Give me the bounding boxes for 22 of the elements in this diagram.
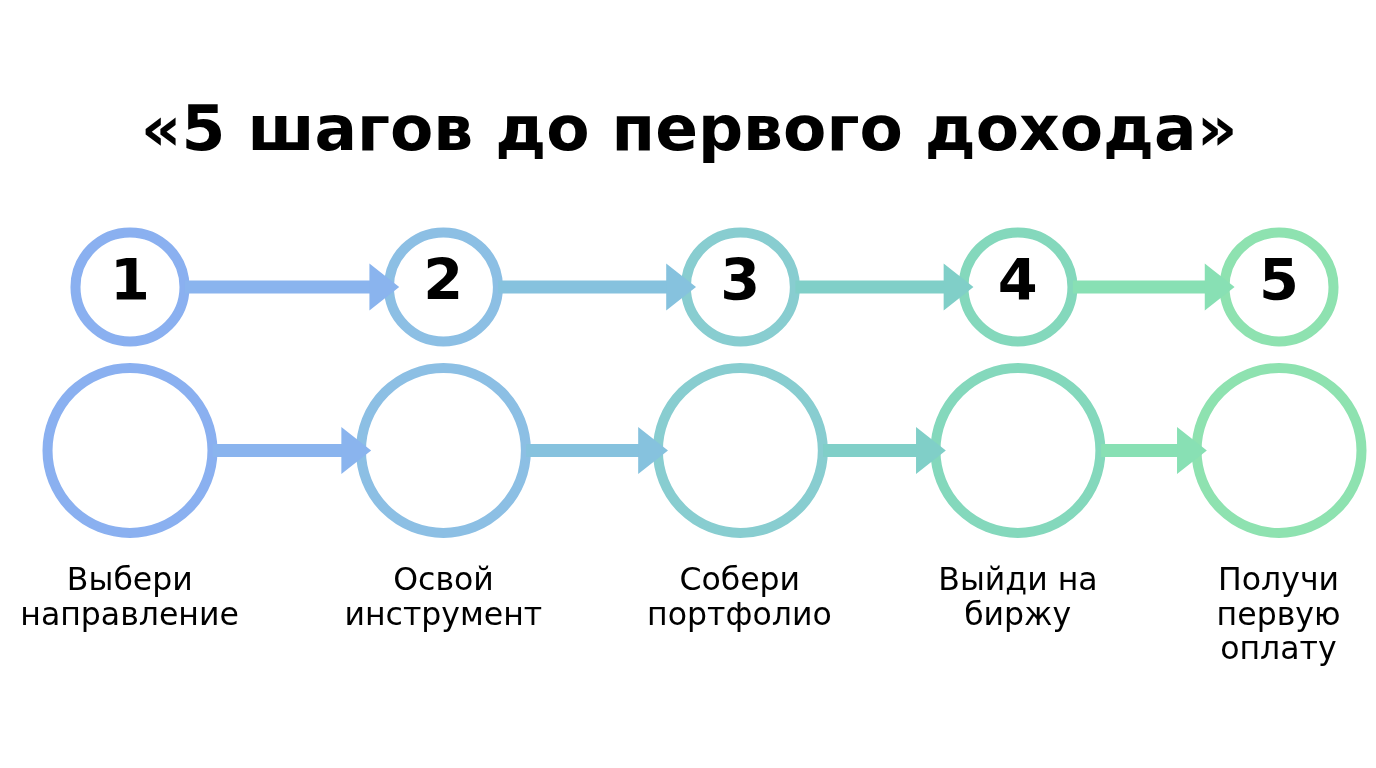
node-circle [652, 362, 828, 538]
node-label: Освой инструмент [344, 560, 543, 632]
arrow [795, 263, 974, 310]
node-label: Выйди на биржу [938, 560, 1098, 632]
arrow [1072, 263, 1235, 310]
node-circle [1191, 362, 1367, 538]
node-label: Выбери направление [20, 560, 239, 632]
node-circle [355, 362, 531, 538]
node-circle: 1 [70, 226, 190, 346]
node-label: Получи первую оплату [1216, 560, 1341, 666]
node-label: Собери портфолио [647, 560, 832, 632]
diagram-title: «5 шагов до первого дохода» [140, 90, 1238, 165]
node-circle: 2 [383, 226, 503, 346]
arrow [498, 263, 696, 310]
node-circle [930, 362, 1106, 538]
node-circle: 3 [680, 226, 800, 346]
arrow [526, 426, 668, 474]
node-circle [42, 362, 218, 538]
node-circle: 5 [1219, 226, 1339, 346]
node-circle: 4 [958, 226, 1078, 346]
arrow [823, 426, 946, 474]
arrow [1101, 426, 1207, 474]
